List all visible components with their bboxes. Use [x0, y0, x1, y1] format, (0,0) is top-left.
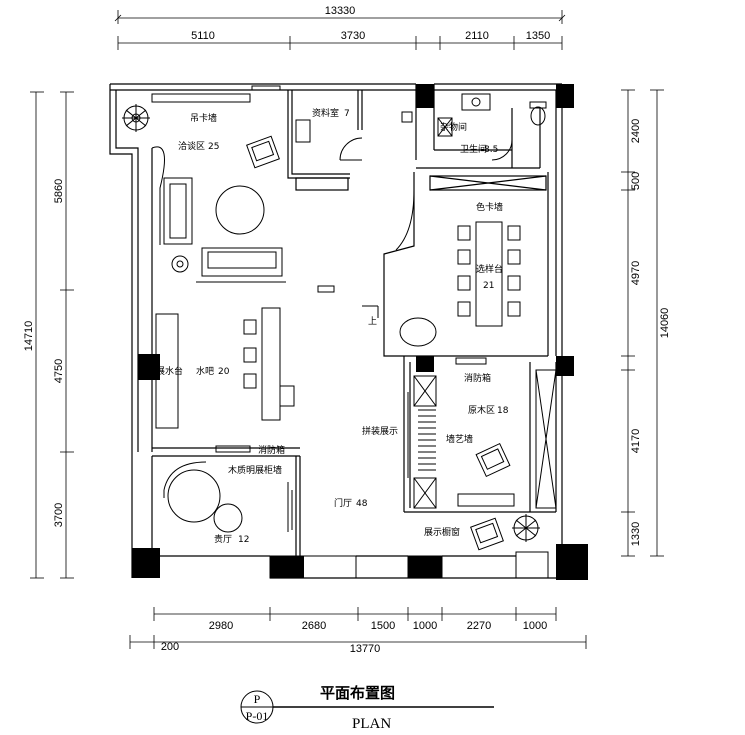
columns — [132, 84, 588, 580]
label-solid-wood-wall: 木质明展柜墙 — [228, 464, 282, 476]
label-janitor: 杂物间 — [440, 121, 467, 133]
label-toilet: 卫生间 — [460, 143, 487, 155]
dim-bottom-seg-3: 1500 — [371, 620, 395, 632]
dim-right-seg-1: 2400 — [630, 119, 642, 143]
label-stair-up: 上 — [368, 316, 377, 327]
dim-bottom-seg-4: 1000 — [413, 620, 437, 632]
label-lobby-no: 48 — [356, 499, 368, 509]
dim-top-seg-3: 2110 — [465, 30, 489, 42]
label-selection-no: 21 — [483, 281, 494, 291]
label-toilet-no: 8.5 — [484, 145, 498, 155]
label-water-table: 展水台 — [156, 365, 183, 377]
dim-bottom-seg-2: 2680 — [302, 620, 326, 632]
walls — [109, 83, 563, 579]
dim-bottom-seg-5: 2270 — [467, 620, 491, 632]
dim-left-seg-2: 4750 — [53, 359, 65, 383]
label-original-wood-no: 18 — [497, 406, 509, 416]
label-negotiation: 洽谈区 — [178, 140, 205, 152]
dim-right-seg-3: 4970 — [630, 261, 642, 285]
title-block: P P-01 平面布置图 PLAN — [240, 684, 494, 732]
title-tag-top: P — [254, 692, 261, 706]
dim-right-seg-5: 1330 — [630, 522, 642, 546]
label-vip-room: 贵厅 — [214, 533, 232, 545]
dim-top-seg-1: 5110 — [191, 30, 215, 42]
room-labels: 吊卡墙 洽谈区 25 资料室 7 杂物间 卫生间 8.5 色卡墙 选样台 21 … — [156, 107, 509, 545]
label-archive-no: 7 — [344, 109, 350, 119]
title-tag-bottom: P-01 — [246, 709, 269, 723]
dimensions — [30, 10, 664, 649]
title-cn: 平面布置图 — [320, 684, 395, 702]
dim-left-seg-1: 5860 — [53, 179, 65, 203]
dim-left-seg-3: 3700 — [53, 503, 65, 527]
label-bar-no: 20 — [218, 367, 230, 377]
furniture — [122, 85, 557, 579]
dim-right-seg-2: 500 — [630, 172, 642, 190]
dim-bottom-seg-6: 1000 — [523, 620, 547, 632]
dim-top-total: 13330 — [325, 5, 356, 17]
label-color-card-wall: 色卡墙 — [476, 201, 503, 213]
label-window-display: 展示橱窗 — [424, 526, 460, 538]
label-fire-hydrant: 消防箱 — [464, 372, 491, 384]
dim-bottom-total: 13770 — [350, 643, 381, 655]
dim-left-total: 14710 — [23, 321, 35, 352]
label-lobby: 门厅 — [334, 497, 352, 509]
label-vip-room-no: 12 — [238, 535, 249, 545]
label-negotiation-no: 25 — [208, 142, 219, 152]
dim-right-total: 14060 — [659, 308, 671, 339]
dimension-labels: 13330 5110 3730 2110 1350 14710 5860 475… — [23, 5, 671, 655]
label-floor-display: 拼装展示 — [362, 425, 398, 437]
dim-right-seg-4: 4170 — [630, 429, 642, 453]
label-bar: 水吧 — [196, 365, 214, 377]
dim-top-seg-4: 1350 — [526, 30, 550, 42]
dim-bottom-seg-1: 2980 — [209, 620, 233, 632]
title-en: PLAN — [352, 716, 391, 732]
dim-bottom-left: 200 — [161, 641, 179, 653]
label-wall-art: 墙艺墙 — [446, 433, 473, 445]
label-archive: 资料室 — [312, 107, 339, 119]
label-hanging-wall: 吊卡墙 — [190, 112, 217, 124]
dim-top-seg-2: 3730 — [341, 30, 365, 42]
label-fire-hydrant-2: 消防箱 — [258, 444, 285, 456]
label-original-wood: 原木区 — [468, 404, 495, 416]
label-selection-table: 选样台 — [476, 263, 503, 275]
